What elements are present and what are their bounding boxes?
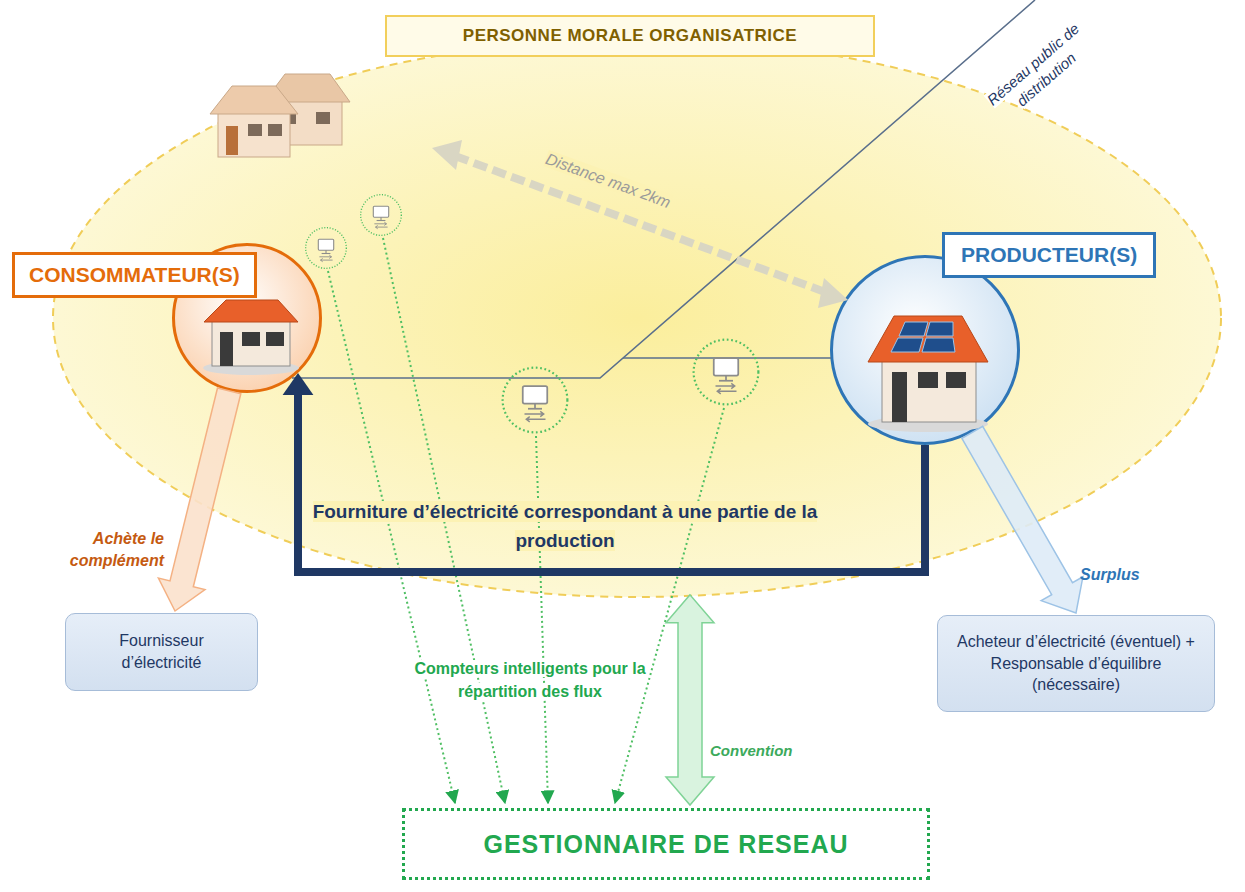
edge-label: Achète le complément	[70, 530, 164, 569]
neighbour-houses-part	[226, 126, 238, 155]
network-label: Réseau public de distribution	[984, 20, 1083, 110]
consumer-house-part	[212, 318, 290, 366]
meter-leader-line-part	[615, 408, 724, 803]
surplus-arrow-label: Surplus	[1080, 566, 1140, 584]
supplier-box: Fournisseur d’électricité	[65, 613, 258, 691]
distance-arrow-part	[455, 156, 825, 292]
smart-meter-part	[503, 368, 568, 433]
smart-meter	[306, 195, 759, 433]
meter-leader-line-part	[536, 436, 548, 803]
convention-arrow-label: Convention	[710, 742, 793, 760]
neighbour-houses	[210, 74, 350, 157]
complement-arrow-label: Achète le complément	[52, 528, 164, 573]
distance-arrow-part	[432, 140, 462, 170]
edge-label: Convention	[710, 742, 793, 759]
convention-arrow-shape	[666, 595, 714, 805]
producer-heading: PRODUCTEUR(S)	[942, 232, 1156, 278]
producer-circle-shape	[832, 257, 1019, 444]
buyer-box: Acheteur d’électricité (éventuel) + Resp…	[937, 615, 1215, 712]
supply-arrow	[283, 373, 925, 572]
convention-arrow	[666, 595, 714, 805]
producer-house-part	[892, 372, 907, 422]
producer-house-part	[891, 338, 923, 352]
producer-house-part	[868, 316, 988, 362]
neighbour-houses-part	[268, 124, 282, 136]
meters-label-box: Compteurs intelligents pour la répartiti…	[395, 657, 665, 703]
distance-arrow	[432, 140, 848, 308]
network-operator-box: GESTIONNAIRE DE RESEAU	[402, 808, 930, 880]
distance-arrow-part	[818, 278, 848, 308]
meter-leader-line-part	[328, 271, 455, 803]
supply-arrow-label: Fourniture d’électricité correspondant à…	[295, 497, 835, 556]
producer-house	[868, 316, 988, 432]
neighbour-houses-part	[316, 112, 330, 124]
surplus-arrow	[962, 426, 1083, 613]
producer-house-part	[926, 322, 953, 336]
neighbour-houses-part	[218, 112, 290, 157]
consumer-house-part	[242, 332, 260, 346]
consumer-heading: CONSOMMATEUR(S)	[12, 252, 257, 298]
producer-house-part	[922, 338, 955, 352]
network-wire-part	[292, 0, 1035, 378]
complement-arrow-shape	[158, 388, 240, 611]
surplus-arrow-shape	[962, 426, 1083, 613]
producer-house-part	[899, 322, 928, 336]
network-operator-text: GESTIONNAIRE DE RESEAU	[483, 830, 848, 859]
consumer-house	[203, 300, 299, 375]
neighbour-houses-part	[248, 124, 262, 136]
complement-arrow	[158, 388, 240, 611]
smart-meter-part	[361, 195, 402, 236]
organizer-heading: PERSONNE MORALE ORGANISATRICE	[385, 15, 875, 57]
organizer-ellipse-shape	[53, 39, 1221, 597]
smart-meter-part	[306, 228, 347, 269]
buyer-text: Acheteur d’électricité (éventuel) + Resp…	[950, 631, 1202, 696]
supplier-text: Fournisseur d’électricité	[78, 630, 245, 673]
supply-arrow-head	[283, 373, 314, 395]
consumer-house-part	[204, 300, 298, 322]
meters-label: Compteurs intelligents pour la répartiti…	[414, 660, 645, 700]
network-wire	[292, 0, 1035, 378]
neighbour-houses-part	[210, 86, 298, 114]
supply-arrow-line	[298, 391, 925, 572]
edge-label: Surplus	[1080, 566, 1140, 583]
edge-label: Fourniture d’électricité correspondant à…	[313, 501, 818, 551]
producer-house-part	[918, 372, 938, 388]
producer-house-part	[946, 372, 966, 388]
producer-house-part	[882, 356, 976, 422]
consumer-house-part	[266, 332, 284, 346]
consumer-house-part	[220, 332, 233, 366]
smart-meter-part	[694, 340, 759, 405]
